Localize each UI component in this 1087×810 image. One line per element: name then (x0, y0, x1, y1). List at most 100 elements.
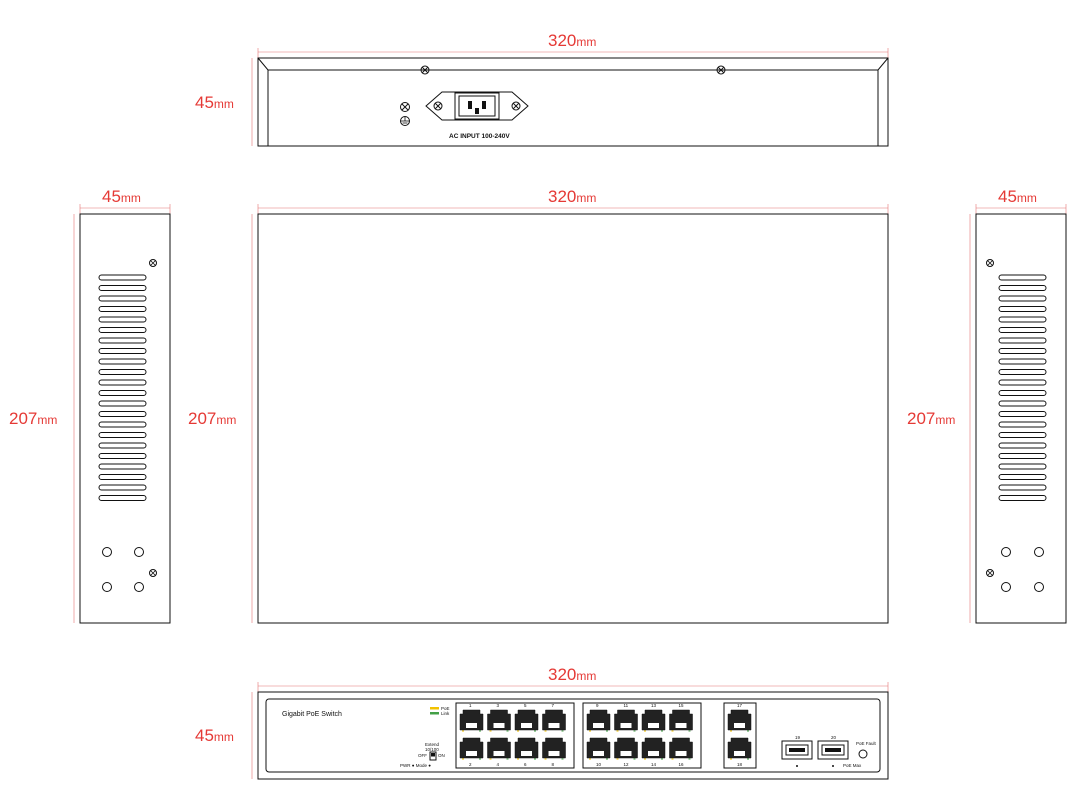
rj45-port-15[interactable] (669, 709, 693, 732)
vent-slot (98, 369, 147, 375)
top-view: 320mm 207mm (188, 187, 889, 624)
extend-switch-speed: 10/100 (425, 747, 439, 752)
sfp-label-20: 20 (831, 735, 837, 740)
port-number-label: 18 (737, 762, 743, 767)
vent-slot (98, 358, 147, 365)
vent-slot (998, 390, 1047, 396)
left-depth-label: 207mm (9, 409, 57, 428)
vent-slot (998, 379, 1047, 386)
vent-slot (998, 432, 1047, 438)
port-number-label: 12 (624, 762, 630, 767)
sfp-port-20[interactable] (817, 740, 849, 760)
rear-top-bevel (257, 57, 889, 71)
port-number-label: 9 (596, 703, 599, 708)
vent-slot (98, 432, 147, 438)
port-number-label: 11 (624, 703, 629, 708)
rear-width-label: 320mm (548, 31, 596, 50)
mount-hole (102, 547, 112, 557)
vent-slots (998, 274, 1047, 501)
rj45-port-18[interactable] (727, 737, 752, 760)
rj45-port-1[interactable] (459, 709, 484, 732)
mount-hole (134, 547, 144, 557)
mount-hole (134, 582, 144, 592)
sfp-led-19 (796, 765, 798, 767)
rj45-port-10[interactable] (586, 737, 611, 760)
rj45-port-12[interactable] (614, 737, 638, 760)
right-side-view: 45mm 207mm (907, 187, 1067, 624)
vent-slot (998, 474, 1047, 480)
port-number-label: 2 (469, 762, 472, 767)
vent-slot (98, 442, 147, 449)
poe-max-label: PoE Max (843, 763, 862, 768)
rj45-port-6[interactable] (514, 737, 539, 760)
screw-icon (716, 65, 726, 75)
top-depth-label: 207mm (188, 409, 236, 428)
rj45-port-11[interactable] (614, 709, 638, 732)
vent-slot (998, 421, 1047, 428)
vent-slot (998, 295, 1047, 302)
rj45-port-3[interactable] (487, 709, 511, 732)
mount-hole (1001, 547, 1011, 557)
screw-icon (986, 569, 994, 577)
status-led-labels: PWR ● Mode ● (400, 763, 431, 768)
vent-slot (998, 411, 1047, 417)
extend-toggle[interactable] (429, 751, 437, 761)
port-number-label: 6 (524, 762, 527, 767)
screw-icon (149, 569, 157, 577)
right-depth-label: 207mm (907, 409, 955, 428)
vent-slot (98, 285, 147, 291)
rj45-port-17[interactable] (727, 709, 752, 732)
screw-icon (420, 65, 430, 75)
switch-off-label: OFF (418, 753, 427, 758)
sfp-port-19[interactable] (781, 740, 813, 760)
reset-button[interactable] (858, 749, 868, 759)
front-height-label: 45mm (195, 726, 234, 745)
vent-slot (998, 348, 1047, 354)
rj45-port-16[interactable] (669, 737, 693, 760)
rj45-port-8[interactable] (542, 737, 566, 760)
mount-hole (1034, 582, 1044, 592)
vent-slot (98, 400, 147, 407)
vent-slot (98, 379, 147, 386)
brand-label: Gigabit PoE Switch (282, 711, 342, 718)
extend-switch-label: Extend (425, 742, 440, 747)
ac-input-label: AC INPUT 100-240V (449, 133, 510, 140)
vent-slot (98, 274, 147, 281)
port-number-label: 16 (679, 762, 685, 767)
port-number-label: 3 (497, 703, 500, 708)
extend-toggle-knob (431, 753, 435, 757)
rj45-port-13[interactable] (641, 709, 666, 732)
vent-slot (998, 495, 1047, 501)
top-width-label: 320mm (548, 187, 596, 206)
port-number-label: 5 (524, 703, 527, 708)
vent-slot (98, 337, 147, 344)
port-group-2-frame (582, 702, 702, 769)
vent-slot (998, 358, 1047, 365)
rj45-port-9[interactable] (586, 709, 611, 732)
front-panel-outline (257, 691, 889, 780)
vent-slot (998, 442, 1047, 449)
rj45-port-2[interactable] (459, 737, 484, 760)
vent-slot (98, 484, 147, 491)
vent-slot (98, 295, 147, 302)
vent-slot (998, 337, 1047, 344)
left-side-outline (79, 213, 171, 624)
port-number-label: 8 (552, 762, 555, 767)
rj45-port-7[interactable] (542, 709, 566, 732)
rj45-port-5[interactable] (514, 709, 539, 732)
rj45-port-4[interactable] (487, 737, 511, 760)
led-link-icon (430, 712, 439, 715)
vent-slots (98, 274, 147, 501)
led-poe-icon (430, 707, 439, 710)
screw-icon (149, 259, 157, 267)
vent-slot (98, 474, 147, 480)
port-number-label: 14 (651, 762, 657, 767)
front-view: 320mm 45mm Gigabit PoE Switch PoE Link E… (195, 665, 889, 780)
led-legend-poe: PoE (441, 706, 450, 711)
vent-slot (998, 316, 1047, 323)
right-width-label: 45mm (998, 187, 1037, 206)
vent-slot (998, 453, 1047, 459)
rj45-port-14[interactable] (641, 737, 666, 760)
